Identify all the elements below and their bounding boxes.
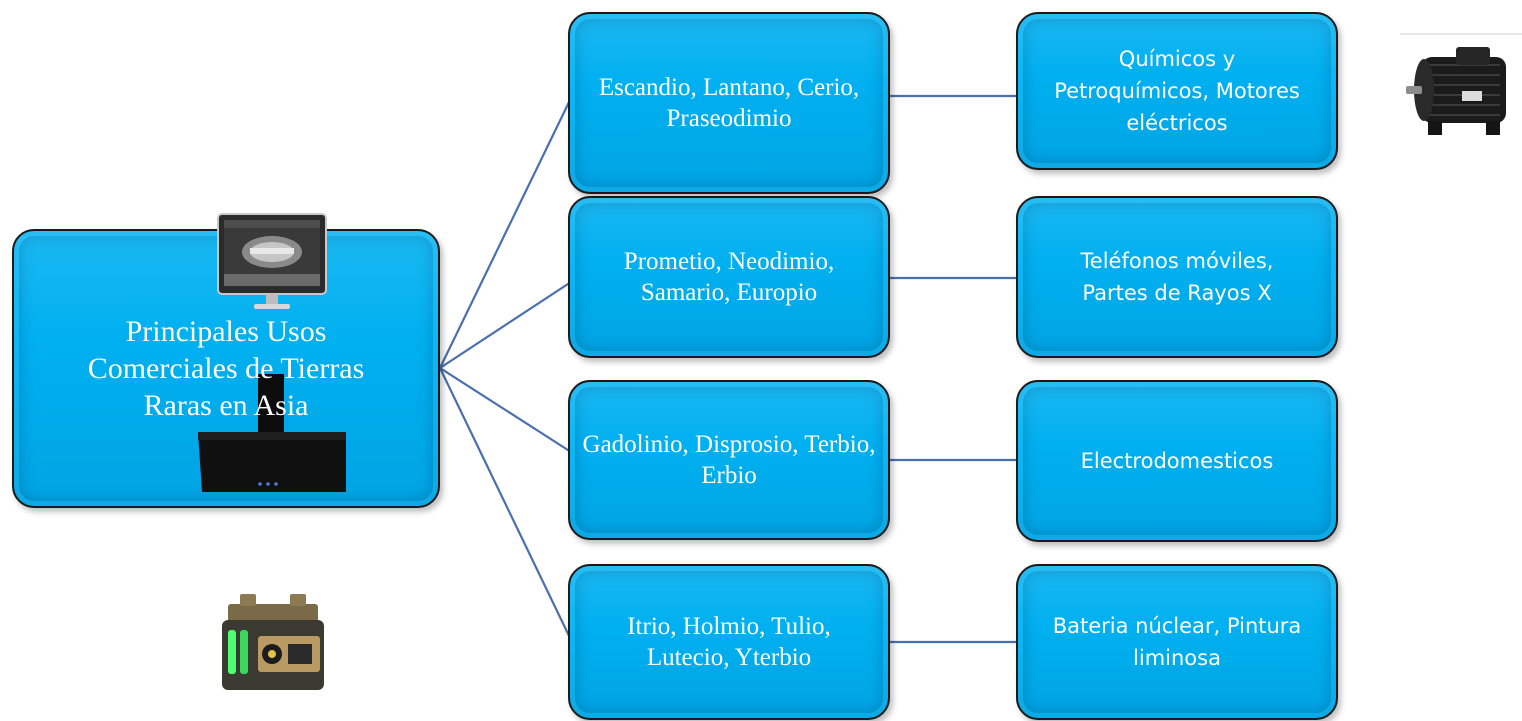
uses-label-3: Electrodomesticos <box>1080 449 1274 473</box>
elements-box-2: Prometio, Neodimio, Samario, Europio <box>568 196 890 358</box>
elements-label-1: Escandio, Lantano, Cerio, Praseodimio <box>598 74 860 132</box>
elements-box-4: Itrio, Holmio, Tulio, Lutecio, Yterbio <box>568 564 890 720</box>
uses-label-4: Bateria núclear, Pintura liminosa <box>1052 614 1302 670</box>
elements-label-2: Prometio, Neodimio, Samario, Europio <box>623 248 835 306</box>
root-label: Principales Usos Comerciales de Tierras … <box>87 315 365 422</box>
xray-monitor-icon <box>216 212 328 312</box>
elements-box-1: Escandio, Lantano, Cerio, Praseodimio <box>568 12 890 194</box>
uses-box-1: Químicos y Petroquímicos, Motores eléctr… <box>1016 12 1338 170</box>
connector-root-row4 <box>439 367 572 641</box>
connector-root-row3 <box>439 367 572 453</box>
range-hood-icon <box>196 374 348 494</box>
elements-box-3: Gadolinio, Disprosio, Terbio, Erbio <box>568 380 890 540</box>
elements-label-4: Itrio, Holmio, Tulio, Lutecio, Yterbio <box>627 613 831 671</box>
connector-root-row2 <box>439 281 572 369</box>
uses-label-1: Químicos y Petroquímicos, Motores eléctr… <box>1054 47 1300 135</box>
connector-root-row1 <box>439 97 572 369</box>
elements-label-3: Gadolinio, Disprosio, Terbio, Erbio <box>582 431 876 489</box>
uses-box-3: Electrodomesticos <box>1016 380 1338 542</box>
uses-label-2: Teléfonos móviles, Partes de Rayos X <box>1080 249 1274 305</box>
nuclear-battery-icon <box>218 586 328 694</box>
uses-box-4: Bateria núclear, Pintura liminosa <box>1016 564 1338 720</box>
electric-motor-icon <box>1400 33 1522 147</box>
uses-box-2: Teléfonos móviles, Partes de Rayos X <box>1016 196 1338 358</box>
